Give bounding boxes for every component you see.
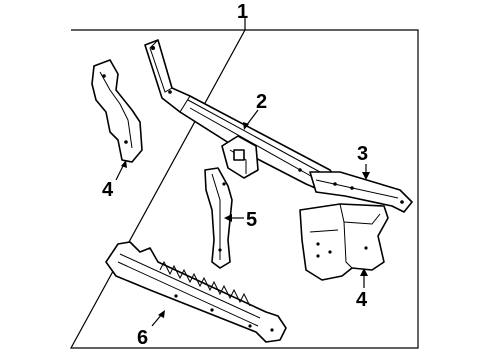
left-side-panel xyxy=(91,59,143,163)
vertical-brace xyxy=(204,167,233,269)
callout-5: 5 xyxy=(246,209,257,231)
callout-3: 3 xyxy=(357,143,368,165)
callout-1: 1 xyxy=(237,1,248,23)
callout-4-right: 4 xyxy=(356,289,368,311)
lower-tie-bar xyxy=(105,241,287,343)
right-side-panel xyxy=(299,203,389,281)
right-end-bracket xyxy=(309,171,413,213)
center-support-bar xyxy=(144,39,339,191)
callout-6: 6 xyxy=(137,327,148,349)
callout-4-left: 4 xyxy=(102,179,114,201)
callout-2: 2 xyxy=(256,91,267,113)
